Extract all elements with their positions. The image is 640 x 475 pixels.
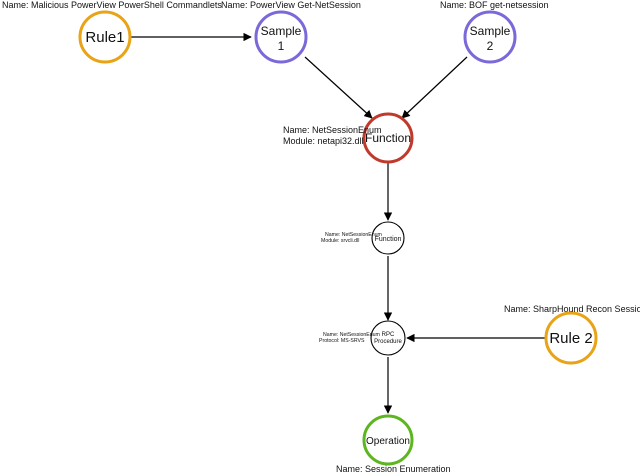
node-sample2: Sample 2: [463, 10, 517, 64]
operation-label: Operation: [366, 436, 410, 447]
node-rpc-procedure: RPC Procedure: [370, 320, 406, 356]
operation-name: Name: Session Enumeration: [336, 464, 451, 474]
rule2-circle: [544, 311, 598, 365]
function-srvcli-circle: [371, 221, 405, 255]
rpc-protocol: Protocol: MS-SRVS: [319, 338, 365, 344]
rule2-label: Rule 2: [549, 330, 592, 347]
node-rule2: Rule 2: [544, 311, 598, 365]
sample1-name: Name: PowerView Get-NetSession: [221, 0, 361, 10]
node-function-main: Function: [362, 112, 414, 164]
node-operation: Operation: [362, 414, 414, 466]
rule2-name: Name: SharpHound Recon Sessions: [504, 304, 640, 314]
operation-circle: [362, 414, 414, 466]
node-function-srvcli: Function: [371, 221, 405, 255]
sample2-circle: [463, 10, 517, 64]
rule1-circle: [78, 10, 132, 64]
rpc-label-line1: RPC: [382, 332, 395, 338]
rule1-label: Rule1: [85, 29, 124, 46]
edge-sample1-to-function: [304, 56, 373, 119]
function-main-name: Name: NetSessionEnum: [283, 125, 382, 135]
function-main-module: Module: netapi32.dll: [283, 136, 364, 146]
node-rule1: Rule1: [78, 10, 132, 64]
sample1-label-line2: 1: [278, 39, 285, 53]
rpc-name: Name: NetSessionEnum: [323, 332, 380, 338]
rule1-name: Name: Malicious PowerView PowerShell Com…: [2, 0, 222, 10]
function-main-circle: [362, 112, 414, 164]
rpc-label-line2: Procedure: [374, 339, 402, 345]
function-srvcli-module: Module: srvcli.dll: [321, 238, 359, 244]
rpc-circle: [370, 320, 406, 356]
function-srvcli-name: Name: NetSessionEnum: [325, 232, 382, 238]
sample1-circle: [254, 10, 308, 64]
sample2-label-line2: 2: [487, 39, 494, 53]
function-main-label: Function: [365, 131, 411, 145]
sample2-name: Name: BOF get-netsession: [440, 0, 549, 10]
node-sample1: Sample 1: [254, 10, 308, 64]
edge-sample2-to-function: [401, 56, 468, 119]
sample1-label-line1: Sample: [261, 24, 302, 38]
sample2-label-line1: Sample: [470, 24, 511, 38]
function-srvcli-label: Function: [375, 236, 402, 243]
